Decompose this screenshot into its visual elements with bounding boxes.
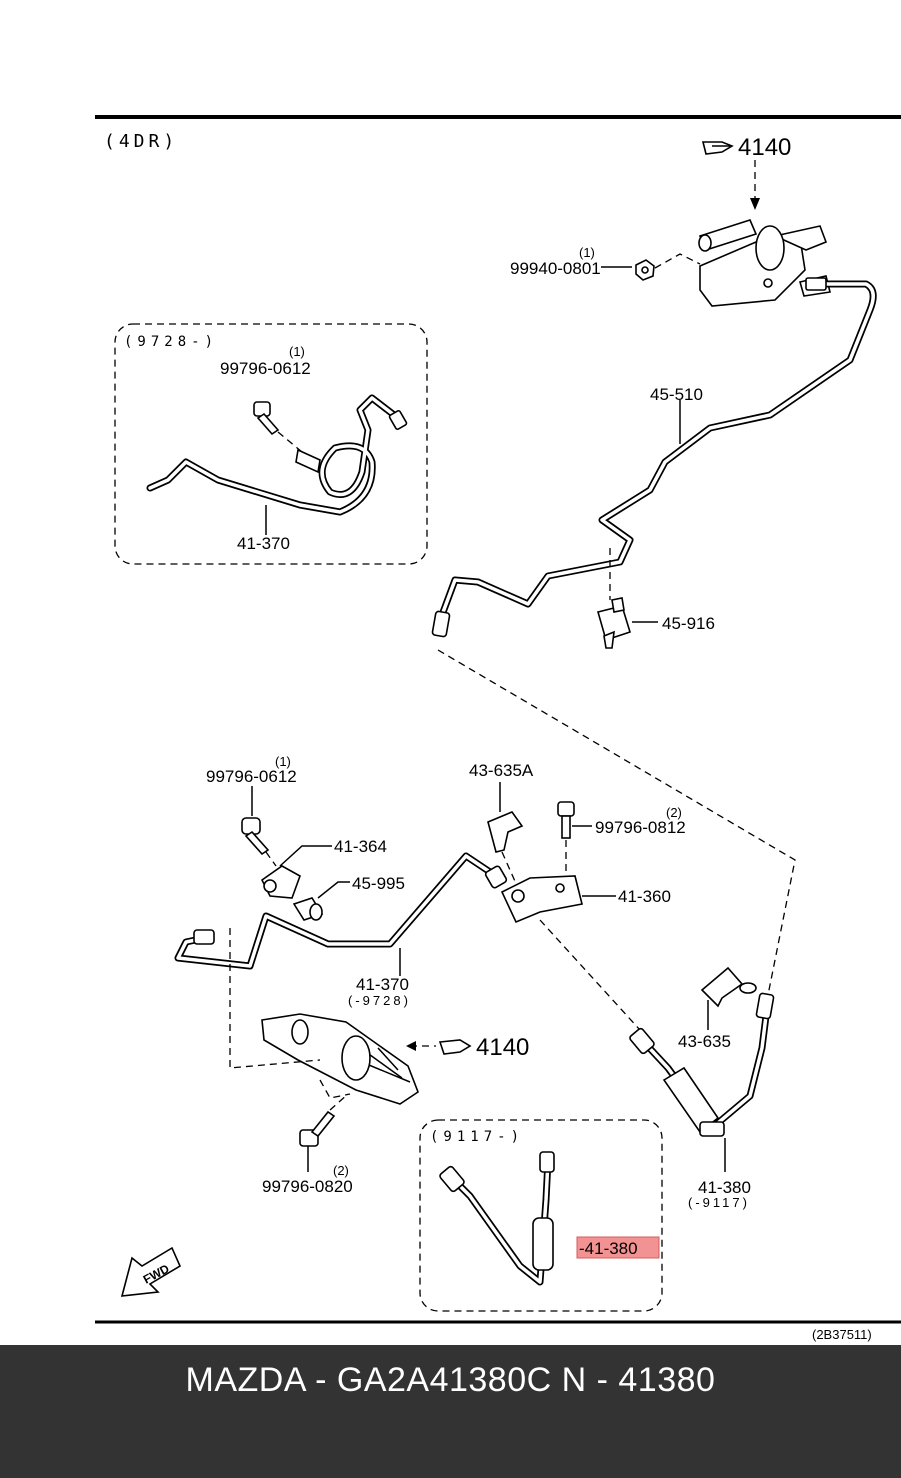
fwd-arrow-icon: FWD — [120, 1246, 182, 1297]
cyl-ref-label: 4140 — [476, 1034, 529, 1061]
hose-label: 41-380 — [698, 1178, 751, 1197]
bolt-bottom-label: 99796-0820 — [262, 1177, 353, 1196]
nut-icon — [635, 259, 655, 281]
release-cylinder — [261, 1013, 419, 1105]
footer-bar: MAZDA - GA2A41380C N - 41380 — [0, 1345, 901, 1478]
clamp-label: 41-364 — [334, 837, 387, 856]
bolt-left-qty: (1) — [275, 754, 291, 769]
inset-top-box — [114, 323, 428, 565]
pipe-lower-label: 41-370 — [356, 975, 409, 994]
bolt-right-icon — [557, 801, 575, 839]
bracket-label: 41-360 — [618, 887, 671, 906]
clamp-41-364 — [260, 865, 301, 899]
bolt-left-icon — [241, 817, 270, 856]
ref-code: (2B37511) — [812, 1327, 872, 1342]
clip-43-635 — [700, 966, 757, 1008]
inset-top-bolt-part: 99796-0612 — [220, 359, 311, 378]
bolt-bottom-qty: (2) — [333, 1163, 349, 1178]
inset-bottom-box — [419, 1119, 663, 1312]
inset-top-bolt-qty: (1) — [289, 344, 305, 359]
bolt-right-label: 99796-0812 — [595, 818, 686, 837]
pipe-41-370 — [174, 852, 508, 970]
hose-highlight[interactable] — [576, 1236, 660, 1259]
clutch-hydraulic-diagram: (4DR) (2B37511) 4140 (1) 99940-0801 45-5… — [95, 115, 901, 1342]
header-label: (4DR) — [104, 131, 178, 152]
inset-top-range: (9728-) — [124, 334, 218, 350]
pipe-lower-range: (-9728) — [348, 993, 411, 1008]
pipe-41-370-coiled — [146, 394, 408, 516]
hose-41-380-alt — [439, 1151, 555, 1286]
bolt-bottom-icon — [299, 1110, 336, 1147]
nut-part-label: 99940-0801 — [510, 259, 601, 278]
bracket-41-360 — [500, 875, 583, 924]
inset-top-pipe-label: 41-370 — [237, 534, 290, 553]
pointing-hand-icon — [701, 141, 734, 155]
footer-part-title: MAZDA - GA2A41380C N - 41380 — [185, 1361, 716, 1399]
master-cylinder — [698, 219, 831, 307]
clip-a-label: 43-635A — [469, 761, 534, 780]
inset-bottom-hose-label[interactable]: -41-380 — [579, 1239, 638, 1258]
cyl-pointing-hand-icon — [438, 1039, 472, 1055]
clip-43-635a — [487, 811, 524, 853]
hose-41-380 — [629, 992, 775, 1137]
bushing-45-995 — [292, 897, 324, 921]
nut-qty: (1) — [579, 245, 595, 260]
inset-bottom-range: (9117-) — [430, 1129, 524, 1145]
clip-upper-label: 45-916 — [662, 614, 715, 633]
pipe-45-510 — [431, 277, 877, 638]
clip-45-916 — [597, 597, 631, 649]
clip-label: 43-635 — [678, 1032, 731, 1051]
bushing-label: 45-995 — [352, 874, 405, 893]
master-ref-label: 4140 — [738, 134, 791, 161]
hose-range: (-9117) — [688, 1195, 750, 1210]
bolt-icon — [253, 401, 280, 436]
pipe-upper-label: 45-510 — [650, 385, 703, 404]
bolt-left-label: 99796-0612 — [206, 767, 297, 786]
bolt-right-qty: (2) — [666, 805, 682, 820]
